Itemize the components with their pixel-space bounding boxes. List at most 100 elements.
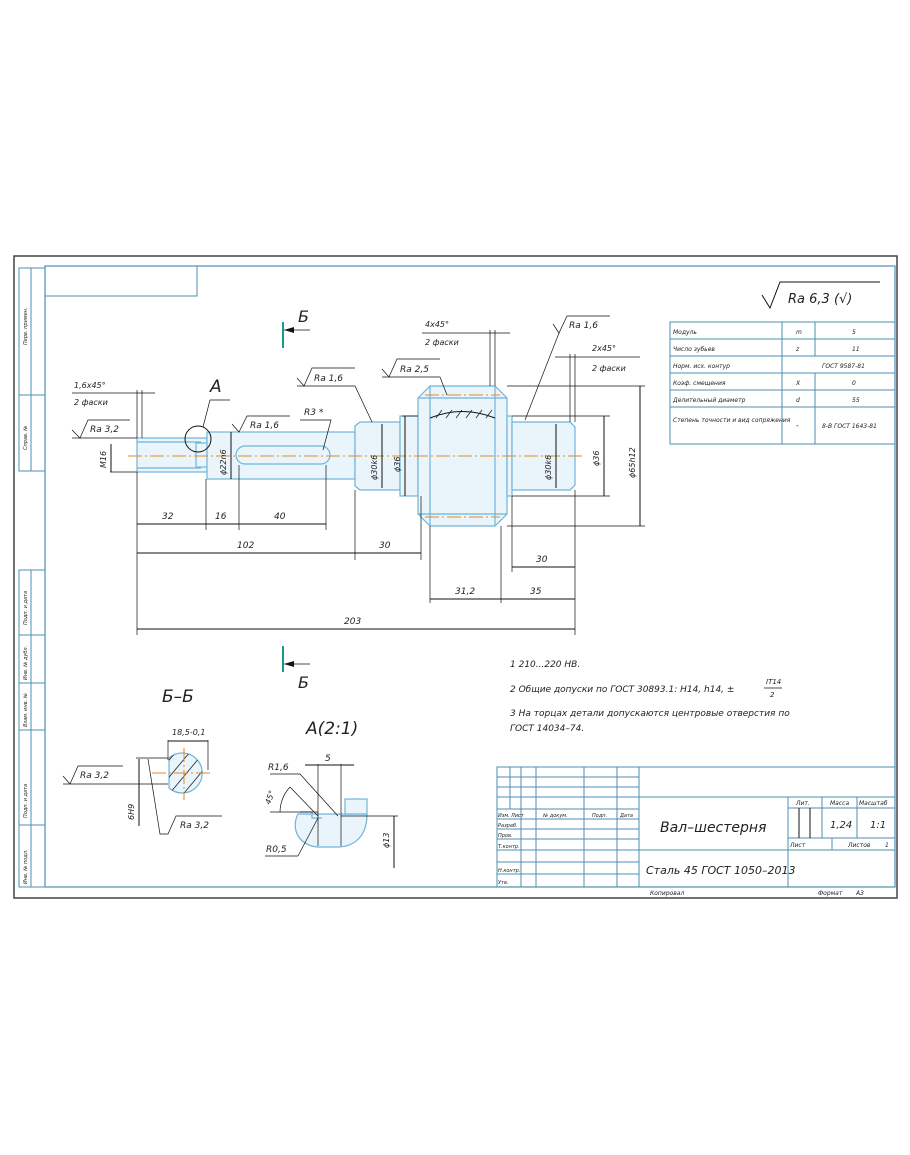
svg-text:Ra 6,3 (√): Ra 6,3 (√) xyxy=(788,292,852,307)
part-title: Вал–шестерня xyxy=(660,820,766,836)
svg-text:Ra 1,6: Ra 1,6 xyxy=(569,321,598,331)
gear-row-label: Делительный диаметр xyxy=(672,397,746,404)
sheet-border xyxy=(13,255,898,899)
chamfer-left-annotation: 1,6х45° 2 фаски xyxy=(72,381,155,438)
inner-frame xyxy=(44,265,896,888)
svg-text:Лист: Лист xyxy=(789,842,806,849)
detail-circle-a xyxy=(184,425,212,453)
svg-text:ϕ36: ϕ36 xyxy=(592,451,601,466)
svg-text:2 фаски: 2 фаски xyxy=(425,338,459,347)
svg-text:ϕ65h12: ϕ65h12 xyxy=(628,447,637,478)
svg-text:102: 102 xyxy=(237,541,254,551)
side-label: Инв. № дубл. xyxy=(23,646,29,680)
section-marker-bottom: Б xyxy=(282,646,310,692)
svg-text:2 фаски: 2 фаски xyxy=(592,364,626,373)
svg-text:ϕ36: ϕ36 xyxy=(393,457,402,472)
gear-row-symbol: X xyxy=(795,380,801,387)
note-2: 2 Общие допуски по ГОСТ 30893.1: Н14, h1… xyxy=(510,685,734,695)
svg-text:Т.контр.: Т.контр. xyxy=(498,844,520,850)
chamfer-right-annotation: 2х45° 2 фаски xyxy=(555,344,640,422)
svg-text:Лит.: Лит. xyxy=(795,800,810,807)
svg-text:Пров.: Пров. xyxy=(498,833,513,839)
note-fraction-den: 2 xyxy=(770,691,775,699)
gear-row-value: 8-B ГОСТ 1643-81 xyxy=(822,423,877,430)
gear-row-value: 11 xyxy=(852,346,860,353)
thread-dimension: М16 xyxy=(99,444,137,473)
side-label: Перв. примен. xyxy=(23,307,29,345)
note-1: 1 210...220 НВ. xyxy=(510,660,580,670)
dia-collar-right: ϕ36 xyxy=(512,415,610,497)
dia-journal-right: ϕ30k6 xyxy=(544,424,557,488)
mass-value: 1,24 xyxy=(830,820,852,831)
gear-row-value: 55 xyxy=(852,397,860,404)
svg-text:4х45°: 4х45° xyxy=(425,320,449,329)
top-left-box xyxy=(44,265,198,297)
shaft-main-view: А xyxy=(128,377,585,527)
technical-notes: 1 210...220 НВ. 2 Общие допуски по ГОСТ … xyxy=(510,660,790,734)
svg-text:35: 35 xyxy=(530,587,542,597)
side-label: Подп. и дата xyxy=(23,591,29,625)
gear-row-label: Норм. исх. контур xyxy=(673,363,730,370)
title-block: Изм. Лист № докум. Подп. Дата Разраб. Пр… xyxy=(496,766,896,897)
svg-text:Утв.: Утв. xyxy=(498,880,509,886)
svg-text:Дата: Дата xyxy=(619,813,633,819)
side-strip: Перв. примен. Справ. № Подп. и дата Инв.… xyxy=(18,267,46,888)
side-label: Взам. инв. № xyxy=(23,693,29,727)
svg-text:Формат: Формат xyxy=(818,890,843,897)
roughness-journal-left: Ra 1,6 xyxy=(296,367,373,423)
svg-text:Разраб.: Разраб. xyxy=(498,823,518,829)
svg-text:31,2: 31,2 xyxy=(455,587,475,597)
side-label: Подп. и дата xyxy=(23,784,29,818)
gear-row-label: Степень точности и вид сопряжения xyxy=(673,417,791,424)
section-view-b-b: Б–Б 18,5-0,1 Ra 3,2 6H9 Ra 3,2 xyxy=(62,687,222,835)
svg-text:Масштаб: Масштаб xyxy=(859,800,888,807)
svg-text:32: 32 xyxy=(162,512,174,522)
svg-text:Ra 3,2: Ra 3,2 xyxy=(180,821,209,831)
gear-row-value: ГОСТ 9587-81 xyxy=(822,363,865,370)
gear-row-value: 5 xyxy=(852,329,856,336)
gear-row-label: Модуль xyxy=(673,329,697,336)
svg-text:Подп.: Подп. xyxy=(592,813,607,819)
svg-text:ϕ22n6: ϕ22n6 xyxy=(219,449,228,475)
side-label: Инв. № подл. xyxy=(23,850,29,885)
svg-text:Листов: Листов xyxy=(847,842,871,849)
dia-gear: ϕ65h12 xyxy=(507,385,645,527)
scale-value: 1:1 xyxy=(870,820,886,831)
svg-text:Б–Б: Б–Б xyxy=(162,687,194,707)
svg-text:2х45°: 2х45° xyxy=(592,344,616,353)
keyway-radius: R3 * xyxy=(300,408,332,451)
gear-row-value: 0 xyxy=(852,380,856,387)
detail-view-a: А(2:1) 5 R1,6 45° R0,5 ϕ13 xyxy=(263,719,398,868)
svg-text:Ra 1,6: Ra 1,6 xyxy=(250,421,279,431)
svg-text:А: А xyxy=(209,377,222,397)
roughness-journal-right: Ra 1,6 xyxy=(524,315,610,421)
svg-text:18,5-0,1: 18,5-0,1 xyxy=(172,728,205,737)
roughness-keyshaft: Ra 1,6 xyxy=(231,415,290,433)
roughness-gear: Ra 2,5 xyxy=(381,358,448,396)
svg-text:Б: Б xyxy=(298,673,309,692)
material: Сталь 45 ГОСТ 1050–2013 xyxy=(646,864,796,877)
gear-row-symbol: m xyxy=(796,329,802,336)
svg-text:30: 30 xyxy=(536,555,548,565)
roughness-thread: Ra 3,2 xyxy=(71,419,137,439)
svg-text:А(2:1): А(2:1) xyxy=(305,719,358,739)
svg-text:Ra 1,6: Ra 1,6 xyxy=(314,374,343,384)
svg-text:ϕ13: ϕ13 xyxy=(382,833,391,848)
svg-text:16: 16 xyxy=(215,512,227,522)
svg-text:6H9: 6H9 xyxy=(127,804,136,820)
dia-keyshaft: ϕ22n6 xyxy=(219,432,232,479)
side-label: Справ. № xyxy=(23,426,29,450)
svg-text:203: 203 xyxy=(344,617,361,627)
svg-text:R1,6: R1,6 xyxy=(268,763,289,773)
svg-text:Масса: Масса xyxy=(830,800,849,807)
svg-text:30: 30 xyxy=(379,541,391,551)
svg-text:5: 5 xyxy=(325,754,331,764)
dia-collar-left: ϕ36 xyxy=(393,415,418,496)
gear-row-symbol: - xyxy=(796,422,799,430)
svg-text:ϕ30k6: ϕ30k6 xyxy=(544,455,553,480)
svg-text:Ra 3,2: Ra 3,2 xyxy=(80,771,109,781)
svg-text:R3 *: R3 * xyxy=(304,408,324,418)
note-fraction-num: IT14 xyxy=(766,678,781,686)
gear-parameter-table: Модуль m 5 Число зубьев z 11 Норм. исх. … xyxy=(669,321,896,445)
